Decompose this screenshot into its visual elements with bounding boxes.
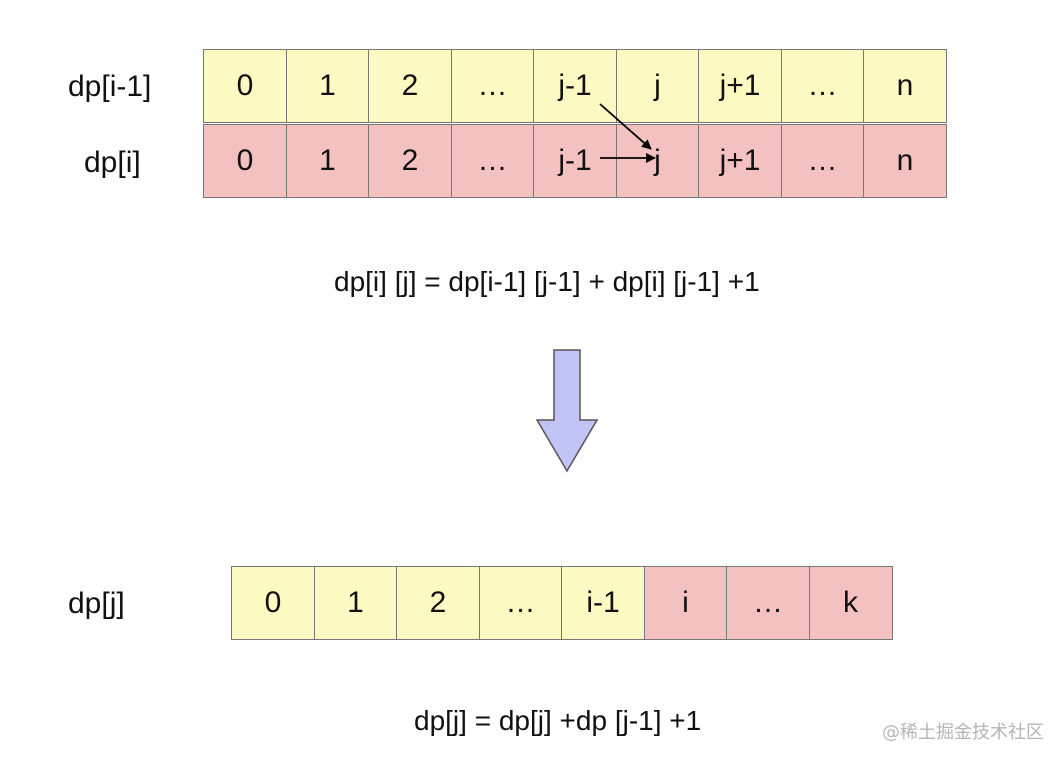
dp-curr-cell: 2 [368,124,452,198]
dp-curr-cell: … [780,124,865,198]
dp-1d-cell: … [478,566,563,640]
dp-curr-cell: j [615,124,700,198]
dp-1d-cell: i-1 [561,566,645,640]
dp-1d-cell: 1 [313,566,398,640]
dp-curr-cell: 1 [285,124,370,198]
dp-curr-cell: n [863,124,947,198]
watermark: @稀土掘金技术社区 [882,722,1044,743]
down-arrow-icon [535,349,599,473]
dp-prev-cell: 1 [285,49,370,123]
row-label-dp-i-minus-1: dp[i-1] [68,70,152,103]
formula-2d: dp[i] [j] = dp[i-1] [j-1] + dp[i] [j-1] … [334,266,760,297]
dp-curr-cell: j-1 [533,124,617,198]
dp-1d-cell: i [643,566,728,640]
dp-1d-cell: 0 [231,566,315,640]
dp-curr-cell: j+1 [698,124,782,198]
dp-curr-cell: … [450,124,535,198]
dp-prev-cell: j [615,49,700,123]
diagonal-dependency-arrow [599,103,652,150]
dp-1d-cell: k [808,566,893,640]
dp-curr-row: 0 1 2 … j-1 j j+1 … n [203,124,947,198]
dp-1d-row: 0 1 2 … i-1 i … k [231,566,893,640]
dp-prev-row: 0 1 2 … j-1 j j+1 … n [203,49,947,123]
dp-prev-cell: … [450,49,535,123]
dp-prev-cell: … [780,49,865,123]
formula-1d: dp[j] = dp[j] +dp [j-1] +1 [414,705,702,736]
row-label-dp-j: dp[j] [68,587,125,620]
dp-prev-cell: 0 [203,49,287,123]
dp-curr-cell: 0 [203,124,287,198]
row-label-dp-i: dp[i] [84,146,141,179]
dp-prev-cell: 2 [368,49,452,123]
dp-1d-cell: … [726,566,810,640]
dp-prev-cell: j-1 [533,49,617,123]
dp-prev-cell: n [863,49,947,123]
dp-1d-cell: 2 [396,566,480,640]
